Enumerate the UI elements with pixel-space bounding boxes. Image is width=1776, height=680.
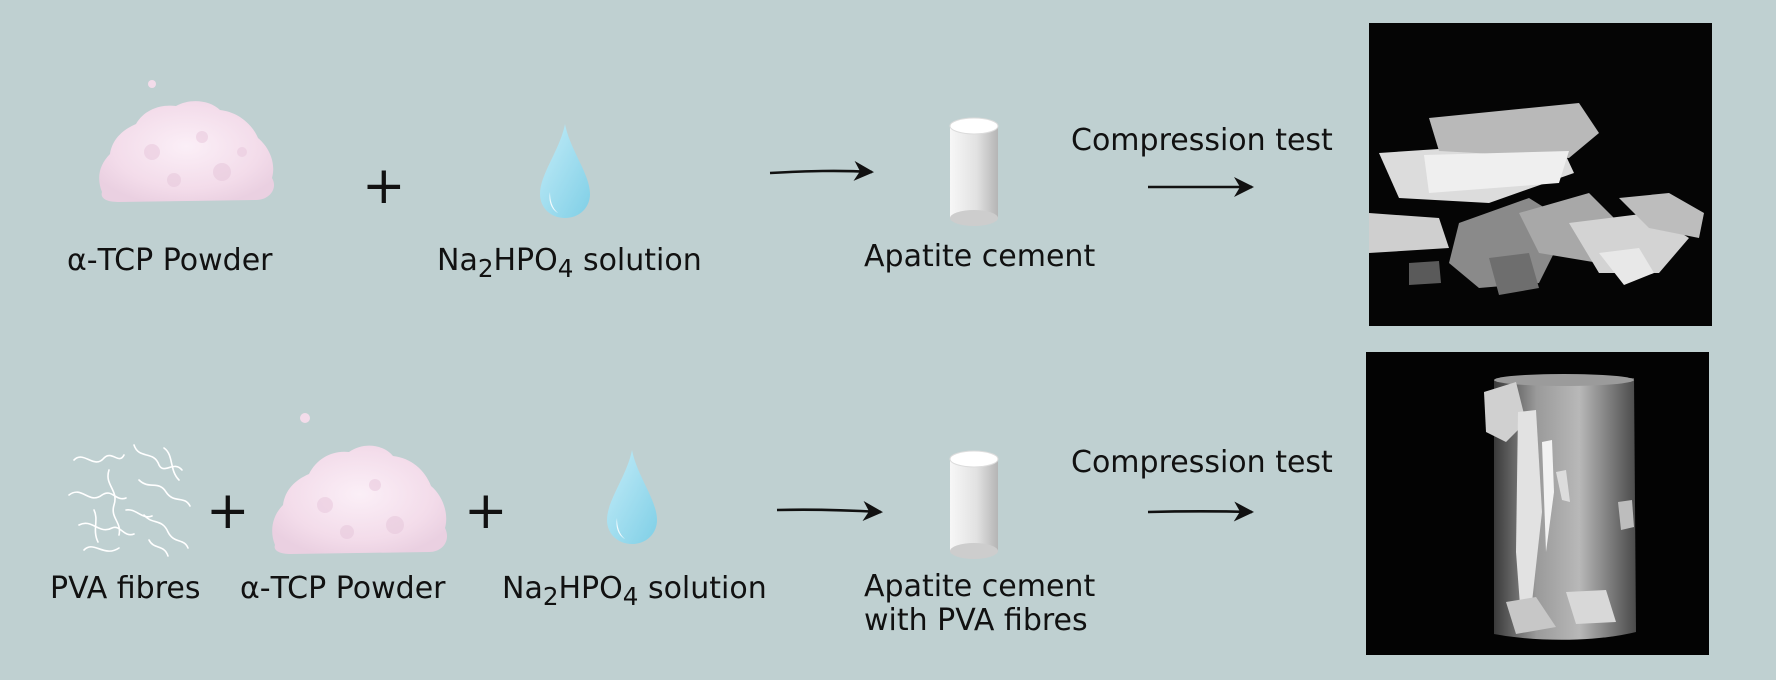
formula-prefix: Na — [437, 243, 478, 278]
arrow-icon — [769, 160, 874, 181]
apatite-cement-pva-line1: Apatite cement — [864, 569, 1096, 604]
formula-suffix: solution — [573, 243, 702, 278]
alpha-tcp-powder-label: α-TCP Powder — [240, 571, 446, 606]
apatite-cement-pva-line2: with PVA fibres — [864, 602, 1088, 638]
apatite-cement-label: Apatite cement — [864, 239, 1096, 274]
arrow-icon — [776, 501, 883, 521]
formula-sub-4: 4 — [557, 253, 574, 283]
cement-cylinder-icon — [949, 450, 999, 559]
formula-mid: HPO — [493, 243, 558, 278]
droplet-icon — [607, 450, 657, 544]
powder-icon — [272, 413, 448, 554]
formula-sub-2: 2 — [542, 581, 559, 611]
arrow-icon — [1148, 177, 1254, 197]
formula-mid: HPO — [558, 571, 623, 606]
pva-fibres-icon — [68, 444, 191, 557]
cement-cylinder-icon — [949, 117, 999, 226]
na2hpo4-solution-label: Na2HPO4 solution — [502, 572, 767, 610]
fibre-cement-photo — [1366, 352, 1709, 655]
alpha-tcp-powder-label: α-TCP Powder — [67, 243, 273, 278]
pva-fibres-label: PVA fibres — [50, 571, 201, 606]
fractured-cement-photo — [1369, 23, 1712, 326]
droplet-icon — [540, 124, 590, 218]
apatite-cement-pva-label: Apatite cement with PVA fibres — [864, 570, 1095, 637]
arrow-icon — [1147, 501, 1254, 522]
plus-sign: + — [362, 156, 406, 216]
na2hpo4-solution-label: Na2HPO4 solution — [437, 244, 702, 282]
compression-test-label: Compression test — [1071, 445, 1333, 480]
plus-sign: + — [464, 481, 508, 541]
formula-sub-4: 4 — [622, 581, 639, 611]
powder-icon — [99, 80, 275, 202]
formula-sub-2: 2 — [477, 253, 494, 283]
formula-suffix: solution — [638, 571, 767, 606]
formula-prefix: Na — [502, 571, 543, 606]
compression-test-label: Compression test — [1071, 123, 1333, 158]
plus-sign: + — [206, 481, 250, 541]
